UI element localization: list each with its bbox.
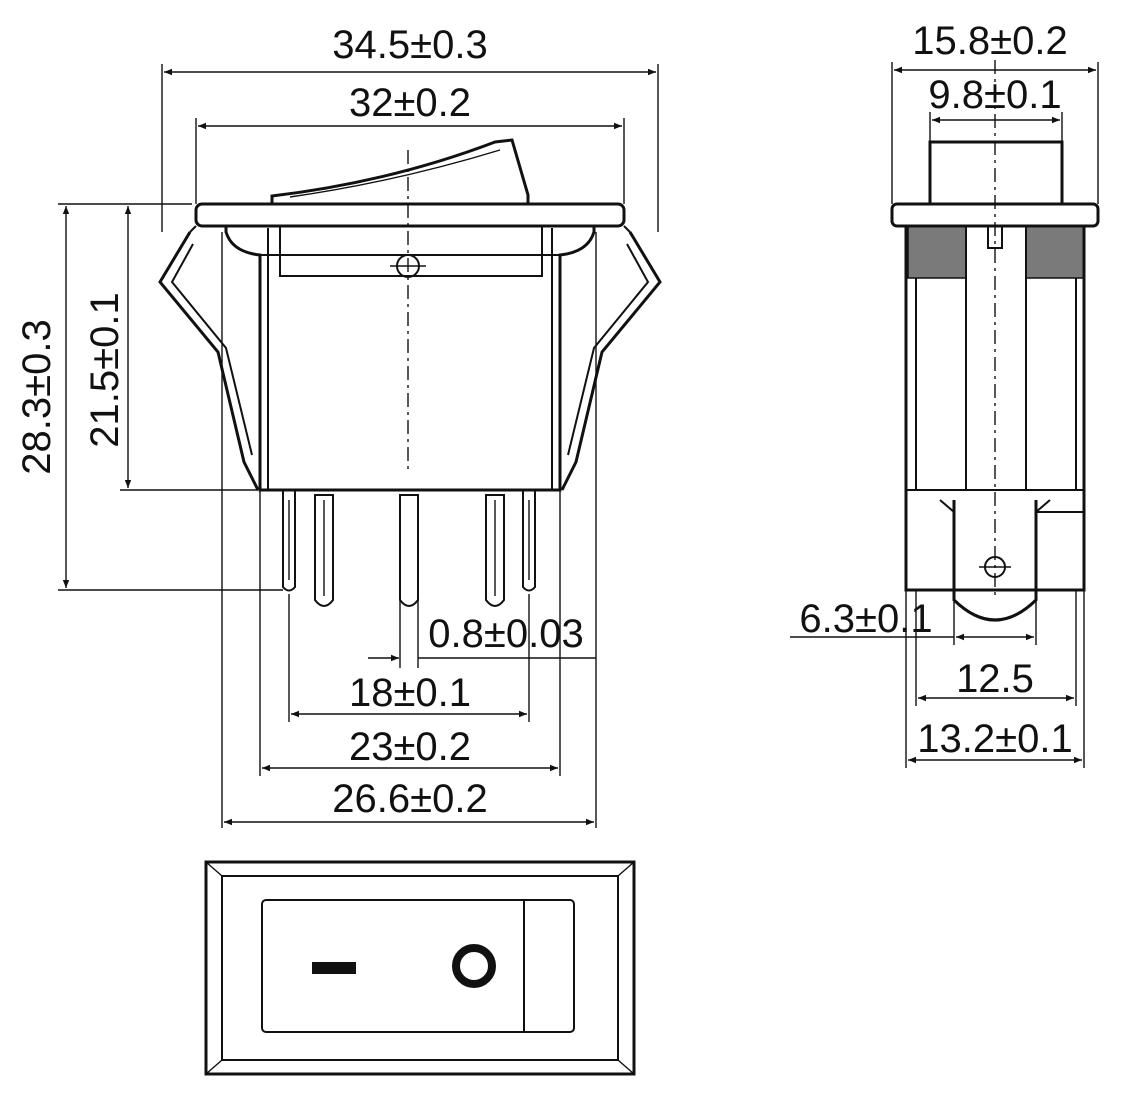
top-rocker-face [261,899,575,1033]
snap-clip-left [158,231,260,491]
dim-pin-span-outer: 23±0.2 [349,725,471,769]
side-rocker [928,140,1064,206]
dim-pin-span-inner: 18±0.1 [349,671,471,715]
dim-total-height: 28.3±0.3 [15,319,59,474]
terminal-pin [485,494,505,607]
top-bezel-inner [221,875,619,1061]
housing-body [224,226,596,492]
on-symbol [312,962,356,974]
dim-body-height: 21.5±0.1 [83,292,127,447]
terminal-pin [282,490,296,592]
terminal-pin [399,494,419,607]
off-symbol [452,944,496,988]
side-view [890,60,1100,622]
front-dimension-lines [58,64,659,828]
terminal-pin [522,490,536,592]
top-view [204,860,636,1076]
side-terminal [952,500,1038,622]
top-bezel-outer [204,860,636,1076]
front-view [158,138,662,607]
dim-overall-width: 34.5±0.3 [332,23,487,67]
terminals [282,490,536,607]
dim-side-body-outer: 13.2±0.1 [917,717,1072,761]
dim-terminal-thickness: 0.8±0.03 [428,612,583,656]
dim-side-rocker-width: 9.8±0.1 [928,73,1061,117]
side-dimension-lines [790,62,1099,768]
dim-terminal-width: 6.3±0.1 [799,597,932,641]
snap-clip-right [560,231,662,491]
dim-side-flange-width: 15.8±0.2 [912,19,1067,63]
dim-rocker-width: 32±0.2 [349,81,471,125]
terminal-pin [314,494,334,607]
dim-body-width: 26.6±0.2 [332,777,487,821]
bezel-flange [194,202,626,228]
dim-side-body-inner: 12.5 [956,657,1034,701]
rocker-actuator [270,138,530,205]
